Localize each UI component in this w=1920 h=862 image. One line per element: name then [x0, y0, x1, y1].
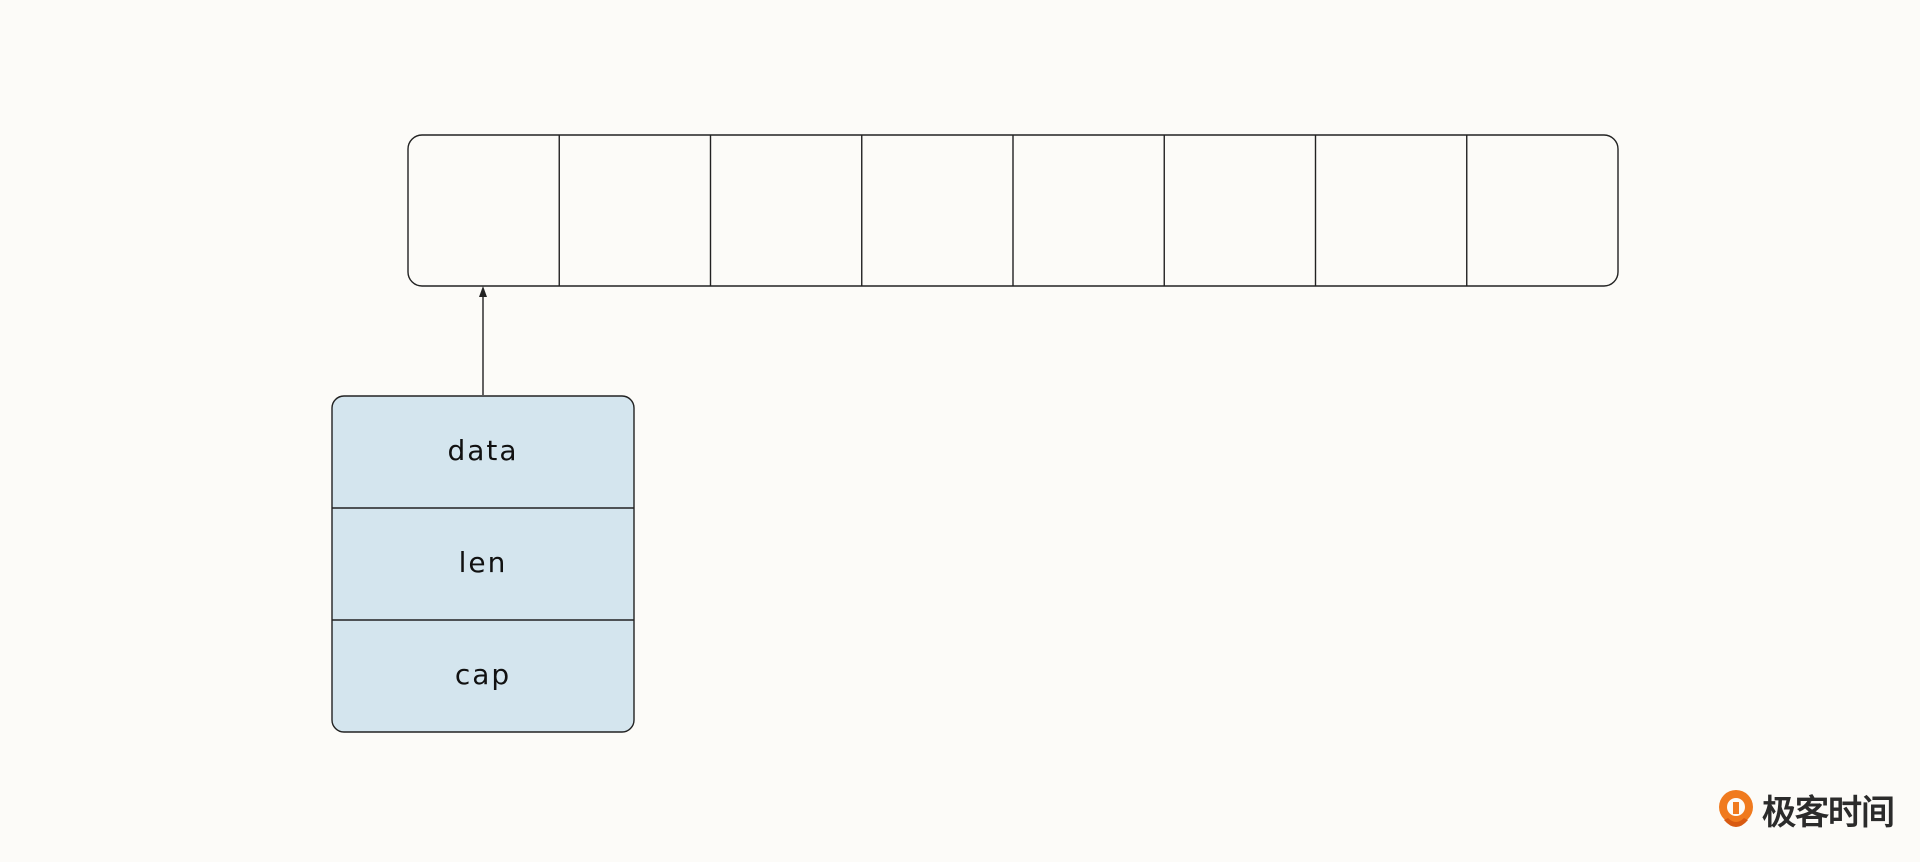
array-cell [862, 135, 1013, 286]
array-cell [408, 135, 559, 286]
array-cell [1467, 135, 1618, 286]
backing-array [407, 134, 1619, 287]
array-cell [1316, 135, 1467, 286]
watermark-text: 极客时间 [1762, 793, 1895, 833]
field-data-label: data [447, 434, 518, 467]
geektime-watermark: 极客时间 [1716, 785, 1895, 834]
array-cell [559, 135, 710, 286]
array-cell [1164, 135, 1315, 286]
array-cell-dividers [408, 135, 1618, 286]
slice-header-box [331, 395, 635, 733]
geektime-logo-icon [1719, 789, 1753, 827]
array-cell [711, 135, 862, 286]
slice-header: data len cap [331, 395, 635, 733]
field-cap-label: cap [455, 658, 511, 691]
array-cell [1013, 135, 1164, 286]
field-len-label: len [459, 546, 508, 579]
arrow-head [479, 286, 487, 297]
